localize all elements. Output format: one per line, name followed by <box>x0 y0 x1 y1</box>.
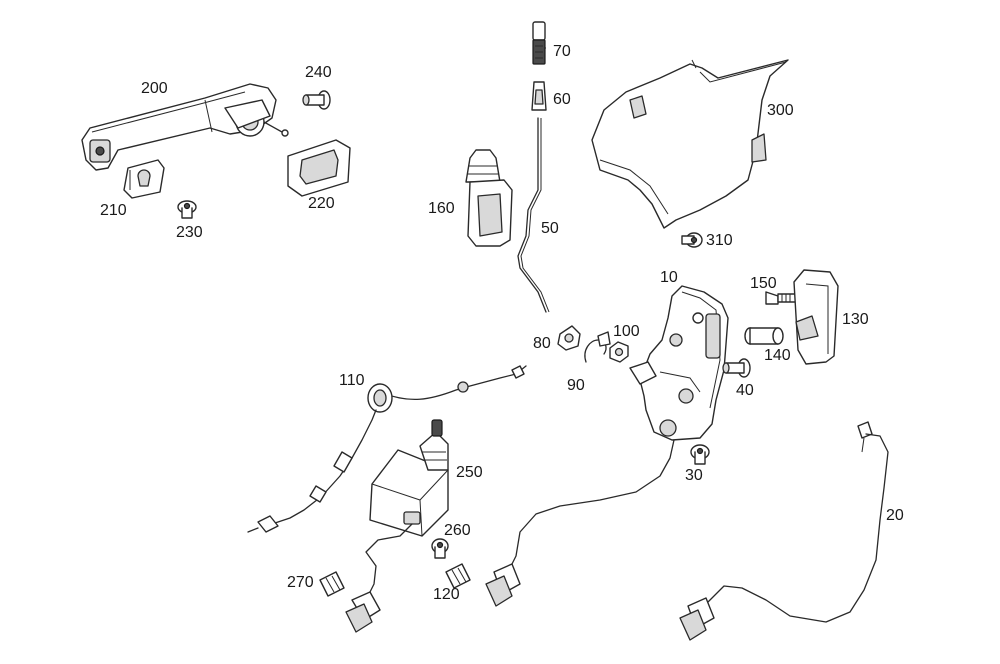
callout-50: 50 <box>541 220 559 237</box>
lock-wiring-harness[interactable] <box>485 439 675 607</box>
callout-230: 230 <box>176 224 203 241</box>
callout-130: 130 <box>842 311 869 328</box>
clip-part-80[interactable] <box>557 325 581 351</box>
screw-part-30[interactable] <box>690 444 710 465</box>
callout-150: 150 <box>750 275 777 292</box>
clip-part-120[interactable] <box>445 563 471 589</box>
rod-clip-part-90[interactable] <box>584 331 611 363</box>
actuator-connector[interactable] <box>345 591 381 633</box>
callout-60: 60 <box>553 91 571 108</box>
screw-part-310[interactable] <box>681 232 703 248</box>
callout-200: 200 <box>141 80 168 97</box>
cover-gasket-part-220[interactable] <box>287 139 351 197</box>
callout-100: 100 <box>613 323 640 340</box>
callout-250: 250 <box>456 464 483 481</box>
locking-rod-part-50[interactable] <box>517 117 550 313</box>
screw-part-260[interactable] <box>431 538 449 559</box>
wiring-harness-part-20[interactable] <box>679 421 889 641</box>
callout-80: 80 <box>533 335 551 352</box>
clip-part-270[interactable] <box>319 571 345 597</box>
leader-lines <box>129 47 546 190</box>
callout-260: 260 <box>444 522 471 539</box>
callout-160: 160 <box>428 200 455 217</box>
callout-300: 300 <box>767 102 794 119</box>
callout-210: 210 <box>100 202 127 219</box>
bowden-cable-part-110[interactable] <box>247 365 527 533</box>
callout-270: 270 <box>287 574 314 591</box>
callout-240: 240 <box>305 64 332 81</box>
screw-part-150[interactable] <box>765 291 797 305</box>
nut-part-100[interactable] <box>609 341 629 363</box>
grommet-part-160[interactable] <box>465 149 513 247</box>
callout-70: 70 <box>553 43 571 60</box>
knob-part-70[interactable] <box>532 21 546 65</box>
callout-220: 220 <box>308 195 335 212</box>
callout-140: 140 <box>764 347 791 364</box>
striker-pin-part-140[interactable] <box>744 327 784 345</box>
actuator-part-250[interactable] <box>365 419 449 597</box>
screw-part-230[interactable] <box>177 200 197 219</box>
door-lock-part-10[interactable] <box>629 285 729 441</box>
outer-door-handle-part-200[interactable] <box>81 83 289 171</box>
handle-gasket-part-210[interactable] <box>123 159 165 199</box>
callout-110: 110 <box>339 372 365 389</box>
callout-310: 310 <box>706 232 733 249</box>
cover-part-300[interactable] <box>591 59 789 229</box>
bolt-part-40[interactable] <box>722 358 751 378</box>
callout-10: 10 <box>660 269 678 286</box>
callout-20: 20 <box>886 507 904 524</box>
guide-part-60[interactable] <box>531 81 547 111</box>
callout-40: 40 <box>736 382 754 399</box>
callout-120: 120 <box>433 586 460 603</box>
callout-90: 90 <box>567 377 585 394</box>
callout-30: 30 <box>685 467 703 484</box>
bolt-part-240[interactable] <box>302 90 331 110</box>
striker-cover-part-130[interactable] <box>793 269 839 365</box>
